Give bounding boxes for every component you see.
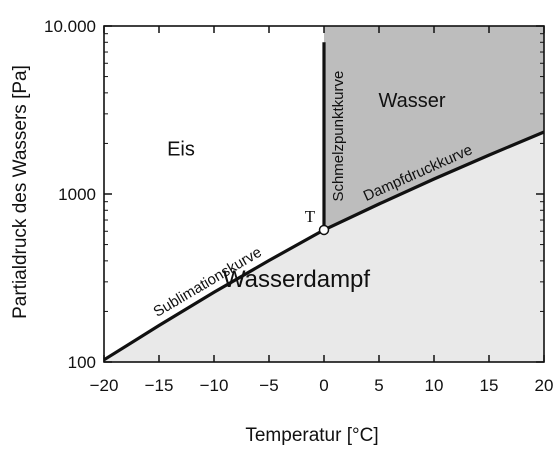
y-tick-label: 10.000 [44, 17, 96, 36]
water-region [324, 26, 544, 230]
x-tick-label: −5 [259, 376, 278, 395]
melting-curve-label: Schmelzpunktkurve [330, 71, 347, 202]
region-label-eis: Eis [167, 138, 195, 160]
y-axis-title: Partialdruck des Wassers [Pa] [10, 65, 31, 319]
regions-layer [104, 26, 544, 362]
curves-layer [103, 42, 545, 362]
x-tick-label: −20 [90, 376, 119, 395]
x-axis-title: Temperatur [°C] [245, 425, 378, 446]
vapor-pressure-curve [323, 130, 545, 232]
ticks-layer: −20 −15 −10 −5 0 5 10 15 20 100 1000 10.000 [44, 17, 553, 395]
vapor-region [104, 132, 544, 362]
x-tick-label: 20 [535, 376, 554, 395]
x-tick-label: 5 [374, 376, 383, 395]
region-label-wasser: Wasser [378, 90, 445, 112]
triple-point-label: T [305, 207, 316, 226]
x-tick-label: −10 [200, 376, 229, 395]
y-tick-label: 1000 [58, 185, 96, 204]
x-tick-label: −15 [145, 376, 174, 395]
sublimation-curve [103, 228, 325, 362]
x-tick-label: 10 [425, 376, 444, 395]
y-tick-label: 100 [68, 353, 96, 372]
x-tick-label: 15 [480, 376, 499, 395]
region-label-wasserdampf: Wasserdampf [223, 266, 370, 293]
triple-point-marker [318, 224, 330, 236]
x-tick-label: 0 [319, 376, 328, 395]
